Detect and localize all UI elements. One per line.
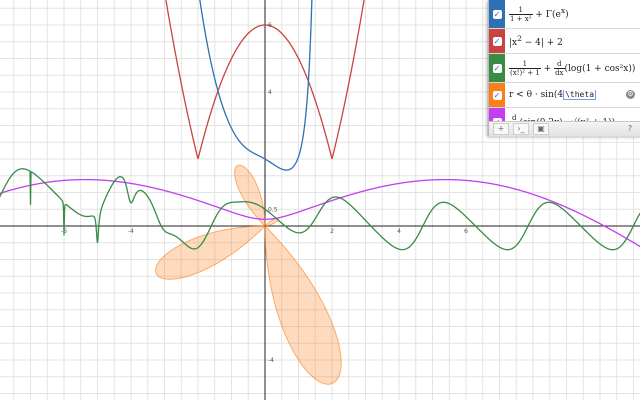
- checkbox-icon[interactable]: ✓: [492, 90, 502, 100]
- help-icon[interactable]: ?: [627, 124, 633, 133]
- gear-icon[interactable]: ⚙: [626, 90, 635, 99]
- green-curve: [0, 168, 640, 251]
- checkbox-icon[interactable]: ✓: [492, 36, 502, 46]
- x-tick-label: 6: [464, 228, 468, 235]
- expression-4[interactable]: ✓ r < θ · sin(4\theta ⚙: [489, 83, 640, 108]
- checkbox-icon[interactable]: ✓: [492, 9, 502, 19]
- blue-curve: [199, 0, 313, 171]
- expression-4-formula[interactable]: r < θ · sin(4\theta: [509, 90, 597, 100]
- swatch-green[interactable]: ✓: [489, 54, 505, 82]
- y-tick-label: 0.5: [268, 206, 278, 213]
- curves: [0, 0, 640, 385]
- add-expression-button[interactable]: +: [493, 123, 509, 135]
- swatch-blue[interactable]: ✓: [489, 0, 505, 28]
- expression-toolbar: + ›_ ▣ ?: [489, 121, 640, 136]
- expression-2-formula[interactable]: |x2 − 4| + 2: [509, 34, 563, 48]
- image-icon[interactable]: ▣: [533, 123, 549, 135]
- red-curve: [165, 0, 365, 160]
- swatch-orange[interactable]: ✓: [489, 83, 505, 107]
- y-tick-label: -4: [268, 357, 274, 364]
- x-tick-label: 4: [397, 228, 401, 235]
- function-button[interactable]: ›_: [513, 123, 529, 135]
- checkbox-icon[interactable]: ✓: [492, 63, 502, 73]
- swatch-red[interactable]: ✓: [489, 29, 505, 53]
- expression-2[interactable]: ✓ |x2 − 4| + 2: [489, 29, 640, 54]
- x-tick-label: -4: [128, 228, 134, 235]
- latex-edit-box[interactable]: \theta: [563, 90, 597, 100]
- y-tick-label: 4: [268, 89, 272, 96]
- purple-curve: [0, 178, 640, 248]
- x-tick-label: 2: [330, 228, 334, 235]
